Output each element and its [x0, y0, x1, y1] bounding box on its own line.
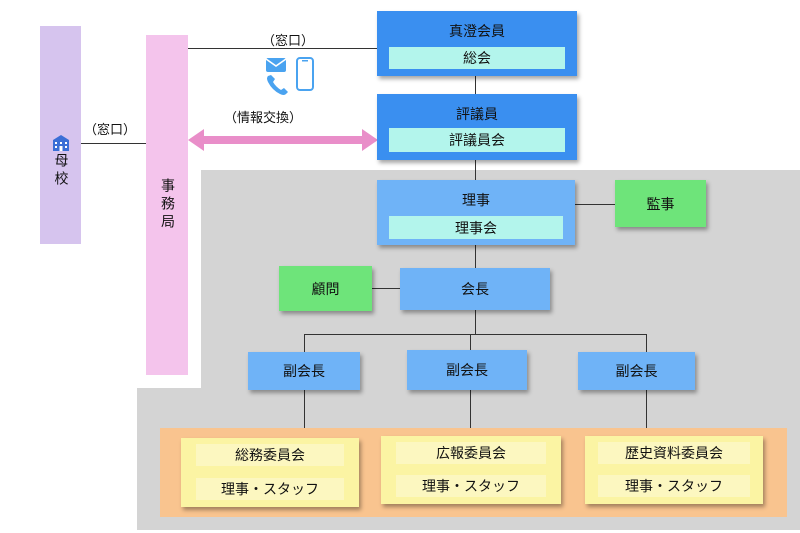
line-bar-fuku2 [470, 334, 471, 352]
line-riji-kaicho [475, 245, 476, 268]
line-shinsho-hyogi [475, 76, 476, 94]
node-jimukyoku: 事務局 [146, 35, 188, 375]
node-hyogi-inner: 評議員会 [389, 128, 565, 152]
edge-label-info-exchange: （情報交換） [224, 111, 303, 126]
node-fukukaicho-1: 副会長 [248, 352, 360, 390]
edge-label-window-top: （窓口） [262, 34, 315, 49]
line-riji-kanji [575, 204, 615, 205]
committee-1: 総務委員会 理事・スタッフ [181, 438, 359, 507]
line-fuku3-committee [646, 390, 647, 428]
line-fuku1-committee [304, 390, 305, 428]
mail-phone-icon [265, 57, 314, 95]
committee-3-name: 歴史資料委員会 [598, 442, 750, 464]
node-kanji: 監事 [615, 180, 706, 227]
committee-1-member: 理事・スタッフ [196, 478, 344, 500]
line-hyogi-riji [475, 160, 476, 180]
node-riji: 理事 理事会 [377, 180, 575, 245]
line-bar-fuku3 [646, 334, 647, 352]
node-riji-inner: 理事会 [389, 216, 563, 239]
node-fukukaicho-2: 副会長 [407, 350, 527, 390]
committee-2: 広報委員会 理事・スタッフ [381, 436, 561, 504]
line-bar-fuku1 [304, 334, 305, 352]
committee-2-name: 広報委員会 [396, 442, 546, 464]
line-kaicho-down [475, 310, 476, 334]
edge-label-window-left: （窓口） [84, 123, 137, 138]
node-riji-title: 理事 [462, 193, 490, 209]
node-boko-label: 母校 [52, 153, 69, 189]
node-shinsho-inner: 総会 [389, 47, 565, 69]
line-fuku2-committee [470, 390, 471, 428]
node-kaicho: 会長 [400, 268, 550, 310]
line-boko-jimukyoku [81, 143, 146, 144]
committee-2-member: 理事・スタッフ [396, 475, 546, 497]
node-hyogi: 評議員 評議員会 [377, 94, 577, 160]
committee-3-member: 理事・スタッフ [598, 475, 750, 497]
line-jimukyoku-shinsho [188, 48, 378, 49]
info-exchange-arrow [188, 129, 378, 151]
school-icon [52, 135, 69, 151]
node-komon: 顧問 [279, 266, 372, 311]
node-hyogi-title: 評議員 [456, 107, 498, 123]
node-jimukyoku-label: 事務局 [159, 178, 175, 232]
committee-1-name: 総務委員会 [196, 444, 344, 466]
node-fukukaicho-3: 副会長 [578, 352, 695, 390]
node-shinsho: 真澄会員 総会 [377, 11, 577, 76]
node-shinsho-title: 真澄会員 [449, 24, 505, 40]
line-fukukaicho-bar [304, 334, 646, 335]
node-boko: 母校 [40, 26, 81, 244]
line-komon-kaicho [372, 288, 400, 289]
committee-3: 歴史資料委員会 理事・スタッフ [585, 436, 763, 504]
